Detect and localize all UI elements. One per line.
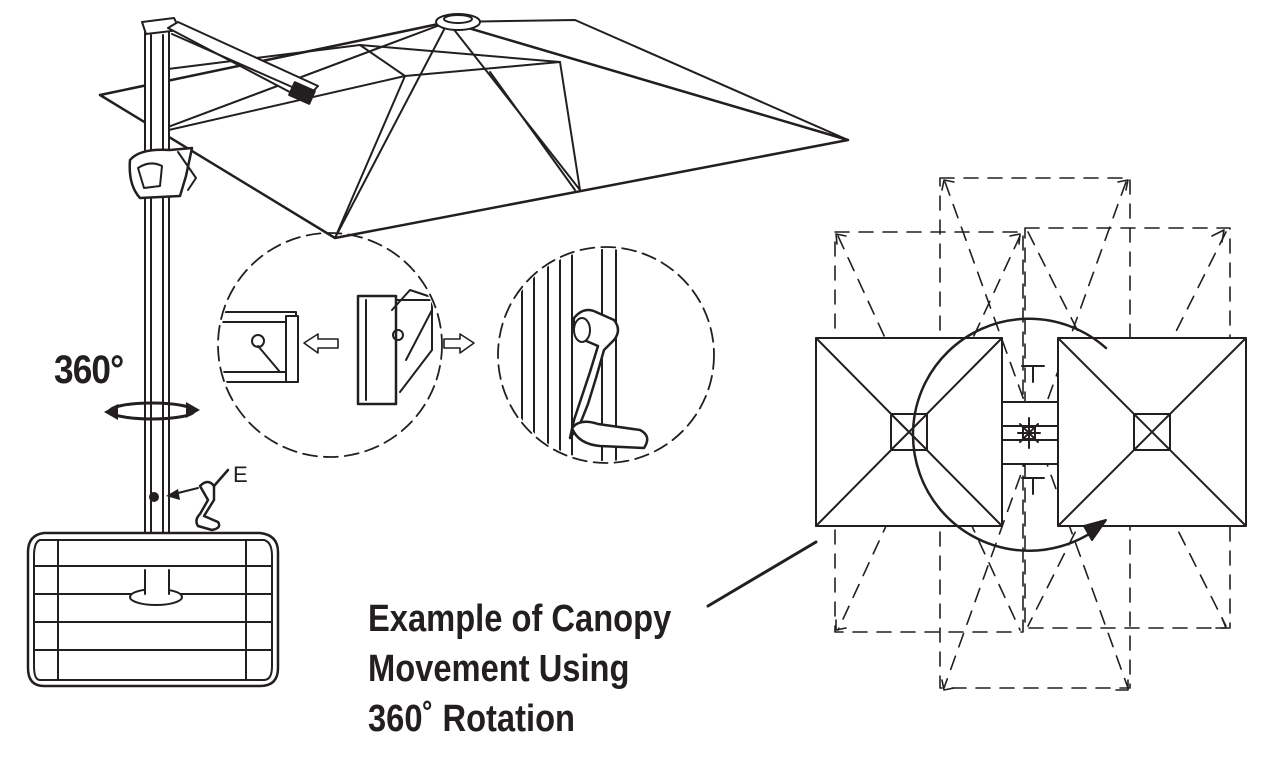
caption-leader-line (706, 540, 818, 608)
crank-hole-marker (149, 487, 199, 502)
caption-line-2: Movement Using (368, 648, 630, 690)
caption-line-1: Example of Canopy (368, 598, 672, 640)
diagram-caption: Example of Canopy Movement Using 360˚ Ro… (368, 594, 729, 744)
umbrella-pole (128, 17, 319, 596)
rotation-arrow-icon (104, 401, 200, 421)
rotation-degrees-label: 360° (54, 348, 124, 392)
weight-base (26, 531, 280, 688)
detail-release-button (217, 232, 475, 458)
caption-line-3: 360˚ Rotation (368, 698, 576, 740)
crank-handle-icon (195, 468, 230, 532)
umbrella-canopy (98, 13, 850, 240)
detail-crank-inserted (497, 246, 715, 464)
rotation-top-view (815, 177, 1247, 691)
part-e-label: E (233, 462, 248, 487)
